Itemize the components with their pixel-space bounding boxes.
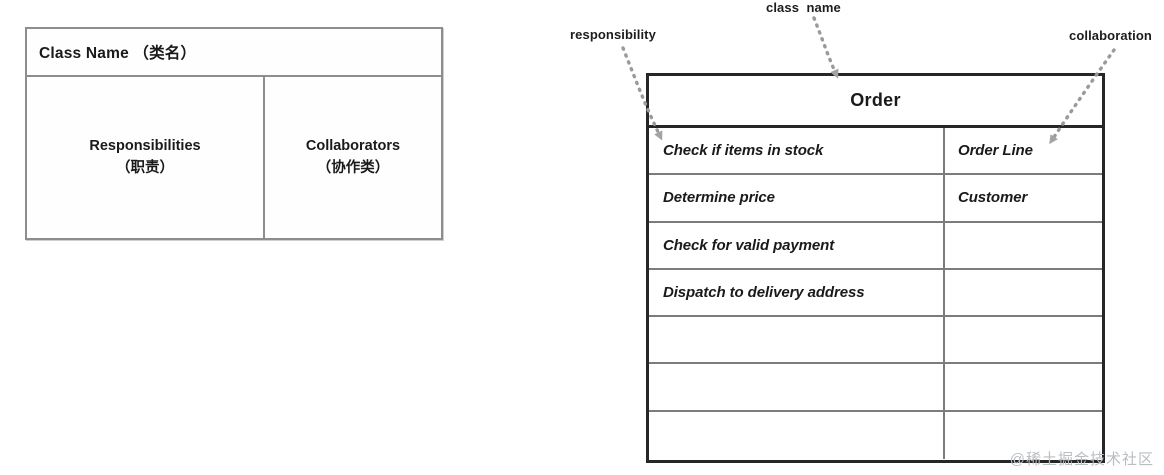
crc-template-responsibilities-label-cn: （职责） (116, 159, 174, 176)
responsibility-cell: Dispatch to delivery address (649, 269, 945, 316)
leader-line-class-name (812, 16, 839, 79)
crc-template-header-row: Class Name （类名） (27, 29, 441, 77)
crc-card-class-name: Order (850, 90, 901, 110)
table-row (649, 364, 1102, 412)
crc-template-body: Responsibilities （职责） Collaborators （协作类… (27, 77, 441, 238)
table-row: Dispatch to delivery address (649, 269, 1102, 318)
table-row (649, 317, 1102, 365)
crc-template-class-name-label: Class Name （类名） (39, 45, 197, 62)
collaboration-cell: Order Line (958, 142, 1033, 160)
crc-template-responsibilities-column: Responsibilities （职责） (27, 77, 265, 238)
annotation-label-collaboration: collaboration (1069, 28, 1152, 43)
table-row: Check if items in stock Order Line (649, 128, 1102, 176)
table-row: Check for valid payment (649, 222, 1102, 270)
crc-template-responsibilities-label-en: Responsibilities (89, 138, 201, 155)
collaboration-cell (945, 364, 1102, 409)
crc-card-body: Check if items in stock Order Line Deter… (649, 128, 1102, 460)
collaboration-cell (945, 270, 1102, 315)
collaboration-cell (945, 223, 1102, 268)
site-watermark: @稀土掘金技术社区 (1009, 451, 1154, 468)
table-row: Determine price Customer (649, 175, 1102, 223)
annotation-label-responsibility: responsibility (570, 27, 656, 42)
responsibility-cell: Check if items in stock (649, 128, 945, 174)
collaboration-cell: Customer (958, 189, 1028, 207)
crc-template-collaborators-label-cn: （协作类） (316, 159, 390, 176)
responsibility-cell (649, 364, 945, 410)
crc-template-table: Class Name （类名） Responsibilities （职责） Co… (25, 27, 443, 240)
crc-card-order: Order Check if items in stock Order Line… (646, 73, 1105, 463)
collaboration-cell (945, 317, 1102, 362)
crc-card-header-row: Order (649, 76, 1102, 128)
responsibility-cell: Determine price (649, 175, 945, 221)
responsibility-cell (649, 317, 945, 363)
table-row (649, 411, 1102, 460)
annotation-label-class-name: class name (766, 0, 841, 15)
responsibility-cell: Check for valid payment (649, 222, 945, 268)
crc-template-collaborators-label-en: Collaborators (305, 138, 401, 155)
responsibility-cell (649, 411, 945, 460)
crc-template-collaborators-column: Collaborators （协作类） (265, 77, 441, 238)
